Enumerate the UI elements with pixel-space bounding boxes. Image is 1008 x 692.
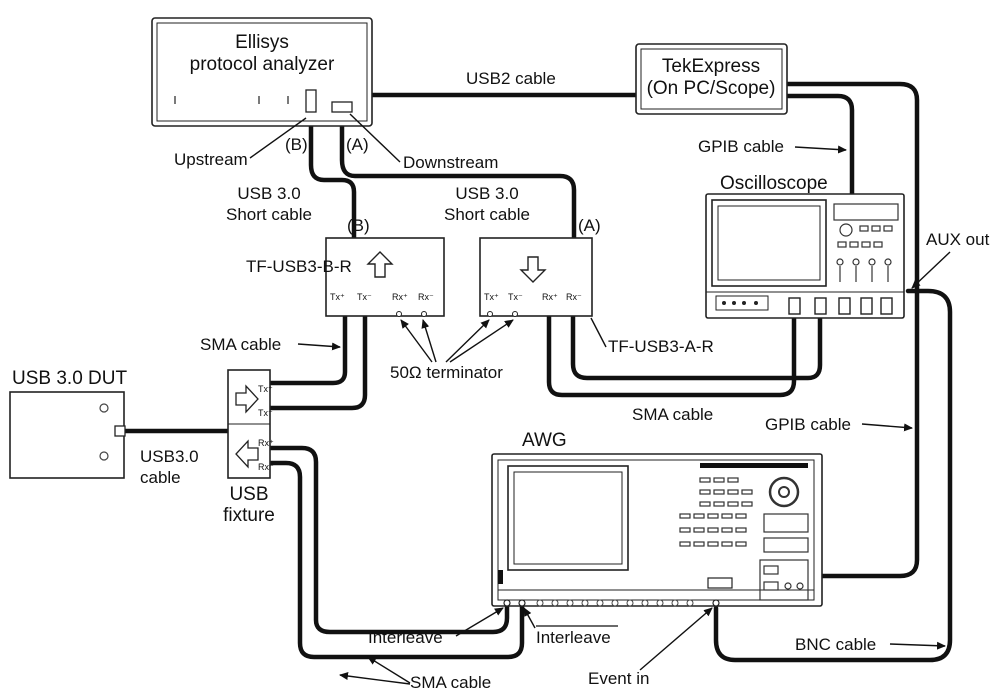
- aux-out-pointer: [911, 251, 951, 289]
- downstream-port: [331, 101, 353, 113]
- tfa-rx-plus: Rx⁺: [542, 292, 558, 302]
- fixture-rx-minus-sma-cable: [267, 460, 525, 660]
- scope-screen: [711, 199, 827, 287]
- event-in-label: Event in: [588, 669, 649, 688]
- tfa-rx-minus: Rx⁻: [566, 292, 582, 302]
- sma-bottom-pointer-2: [339, 672, 411, 685]
- tfa-rx-minus-sma-cable: [570, 313, 823, 381]
- gpib-top-pointer: [794, 145, 847, 154]
- arrow-right-icon: [235, 384, 259, 414]
- tek-to-awg-gpib-cable: [784, 81, 920, 579]
- gpib-right-pointer: [861, 423, 913, 432]
- tekexpress-title-line1: TekExpress: [662, 56, 760, 77]
- downstream-pointer: [349, 113, 401, 163]
- sma-left-pointer: [297, 342, 341, 351]
- ellisys-title-line1: Ellisys: [235, 32, 289, 53]
- tfb-rx-plus: Rx⁺: [392, 292, 408, 302]
- awg-screen: [507, 465, 629, 571]
- arrow-left-icon: [235, 439, 259, 469]
- aux-out-label: AUX out: [926, 230, 990, 249]
- interleave-bar-pointer: [523, 607, 536, 629]
- sma-cable-bottom-label: SMA cable: [410, 673, 491, 692]
- tf-usb3-a-r-adapter: Tx⁺ Tx⁻ Rx⁺ Rx⁻: [479, 237, 593, 317]
- tfb-tx-minus-sma-cable: [267, 313, 368, 411]
- short-cable-left-line1: USB 3.0: [237, 184, 300, 203]
- terminator-label: 50Ω terminator: [390, 363, 503, 382]
- short-cable-right-line1: USB 3.0: [455, 184, 518, 203]
- tfb-tx-plus-sma-cable: [267, 313, 348, 386]
- terminator-pointer-1: [400, 319, 433, 363]
- tf-usb3-b-r-label: TF-USB3-B-R: [246, 257, 352, 276]
- tek-to-scope-gpib-cable: [784, 93, 855, 197]
- interleave-bar-label: Interleave: [536, 628, 611, 647]
- sma-bottom-pointer-1: [367, 656, 411, 684]
- downstream-label: Downstream: [403, 153, 498, 172]
- terminator-pointer-4: [449, 319, 514, 363]
- terminator-pointer-3: [445, 319, 490, 363]
- terminator-pointer-2: [421, 319, 437, 363]
- gpib-cable-top-label: GPIB cable: [698, 137, 784, 156]
- ellisys-analyzer: Ellisys protocol analyzer: [151, 17, 373, 127]
- usb2-cable-label: USB2 cable: [466, 69, 556, 88]
- tfa-pointer: [590, 317, 607, 348]
- usb3-cable-line1: USB3.0: [140, 447, 199, 466]
- tfb-rx-minus: Rx⁻: [418, 292, 434, 302]
- short-cable-left-line2: Short cable: [226, 205, 312, 224]
- fixture-tx-plus: Tx⁺: [258, 384, 273, 394]
- fixture-rx-minus: Rx⁻: [258, 462, 274, 472]
- oscilloscope-title: Oscilloscope: [720, 173, 828, 194]
- interleave-label: Interleave: [368, 628, 443, 647]
- upstream-pointer: [249, 117, 307, 159]
- usb3-dut: USB 3.0 DUT: [9, 368, 127, 479]
- awg-bnc-ports: [503, 599, 720, 607]
- usb-fixture: Tx⁺ Tx⁻ Rx⁺ Rx⁻ USB fixture: [223, 369, 275, 526]
- upstream-port: [305, 89, 317, 113]
- aux-bnc-cable: [713, 288, 953, 663]
- short-cable-right-line2: Short cable: [444, 205, 530, 224]
- bnc-cable-label: BNC cable: [795, 635, 876, 654]
- a-mid-label: (A): [578, 216, 601, 235]
- fixture-rx-plus: Rx⁺: [258, 438, 274, 448]
- tfb-tx-plus: Tx⁺: [330, 292, 345, 302]
- fixture-title-line1: USB: [229, 484, 268, 505]
- fixture-tx-minus: Tx⁻: [258, 408, 273, 418]
- gpib-cable-right-label: GPIB cable: [765, 415, 851, 434]
- b-mid-label: (B): [347, 216, 370, 235]
- arrow-down-icon: [519, 256, 547, 283]
- b-top-label: (B): [285, 135, 308, 154]
- event-in-pointer: [639, 607, 713, 671]
- upstream-label: Upstream: [174, 150, 248, 169]
- tf-usb3-b-r-adapter: Tx⁺ Tx⁻ Rx⁺ Rx⁻: [325, 237, 445, 317]
- awg: AWG: [491, 430, 823, 607]
- fixture-title-line2: fixture: [223, 505, 275, 526]
- tekexpress-title-line2: (On PC/Scope): [647, 78, 776, 99]
- tfa-tx-plus: Tx⁺: [484, 292, 499, 302]
- tekexpress-pc: TekExpress (On PC/Scope): [635, 43, 788, 115]
- analyzer-to-tfa-cable: [339, 109, 577, 241]
- sma-cable-mid-label: SMA cable: [632, 405, 713, 424]
- awg-title: AWG: [522, 430, 567, 451]
- tfa-rx-plus-sma-cable: [546, 313, 797, 398]
- tfb-tx-minus: Tx⁻: [357, 292, 372, 302]
- fixture-rx-plus-sma-cable: [267, 445, 510, 635]
- a-top-label: (A): [346, 135, 369, 154]
- interleave-pointer: [455, 607, 504, 637]
- usb3-cable-line2: cable: [140, 468, 181, 487]
- arrow-up-icon: [366, 251, 394, 278]
- oscilloscope: Oscilloscope: [705, 173, 905, 319]
- analyzer-to-tfb-cable: [308, 109, 357, 241]
- sma-cable-left-label: SMA cable: [200, 335, 281, 354]
- tfa-tx-minus: Tx⁻: [508, 292, 523, 302]
- bnc-pointer: [889, 641, 946, 650]
- dut-title: USB 3.0 DUT: [12, 368, 127, 389]
- tf-usb3-a-r-label: TF-USB3-A-R: [608, 337, 714, 356]
- ellisys-title-line2: protocol analyzer: [190, 54, 335, 75]
